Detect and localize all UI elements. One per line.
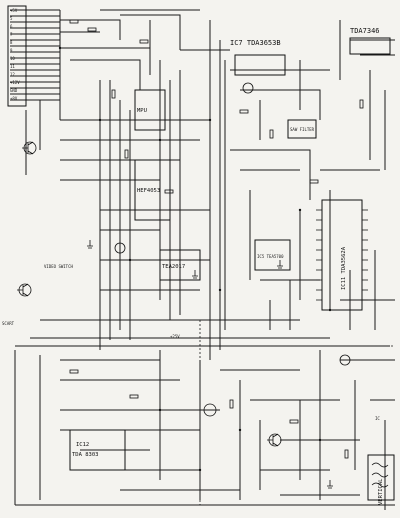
components <box>69 19 364 489</box>
saw-filter <box>287 119 317 139</box>
ic-tda7346 <box>349 37 391 55</box>
ic7 <box>234 54 286 76</box>
ic5 <box>254 239 291 271</box>
saw-filter-label: SAW FILTER <box>290 127 315 132</box>
ic-tea2017 <box>159 249 201 281</box>
coil <box>371 462 389 488</box>
pin-label: 11 <box>10 64 15 69</box>
ic11 <box>321 199 363 311</box>
pin-label: +8V <box>10 96 18 101</box>
pin-label: +5V <box>10 8 18 13</box>
pin-label: 8 <box>10 40 13 45</box>
pin-label: 5 <box>10 16 13 21</box>
ic-hef4053-label: HEF4053 <box>137 188 160 194</box>
vertical-label: VERTICAL <box>378 478 384 505</box>
ic-tda7346-label: TDA7346 <box>350 27 380 35</box>
pin-label: 10 <box>10 56 15 61</box>
ic12 <box>69 429 126 471</box>
pin-label: 6 <box>10 24 13 29</box>
ic7-label: IC7 TDA3653B <box>230 39 281 47</box>
ic12-label: IC12 <box>76 442 89 448</box>
pin-label: 9 <box>10 48 13 53</box>
supply-label: +25V <box>170 334 180 339</box>
output-block <box>367 454 395 501</box>
pin-label: GND <box>10 88 18 93</box>
connector-block <box>7 5 27 107</box>
ic-tea2017-label: TEA2017 <box>162 264 185 270</box>
ic-hef4053 <box>134 159 171 221</box>
ic11-label: IC11 TDA3562A <box>341 246 347 290</box>
ic11-pins <box>316 209 368 301</box>
ic5-label: IC5 TEA5700 <box>257 254 284 259</box>
ic-label: IC <box>375 416 380 421</box>
ic-mpu <box>134 89 166 131</box>
ic-mpu-label: MPU <box>137 108 147 114</box>
junctions <box>58 46 332 472</box>
ic-tda8303-label: TDA 8303 <box>72 452 99 458</box>
transistors <box>17 141 282 447</box>
pin-label: 12 <box>10 72 15 77</box>
video-switch-label: VIDEO SWITCH <box>44 264 73 269</box>
pin-label: +12V <box>10 80 20 85</box>
pin-label: 7 <box>10 32 13 37</box>
connector-pin-labels: +5V 5 6 7 8 9 10 11 12 +12V GND +8V <box>10 8 20 101</box>
scart-label: SCART <box>2 321 15 326</box>
